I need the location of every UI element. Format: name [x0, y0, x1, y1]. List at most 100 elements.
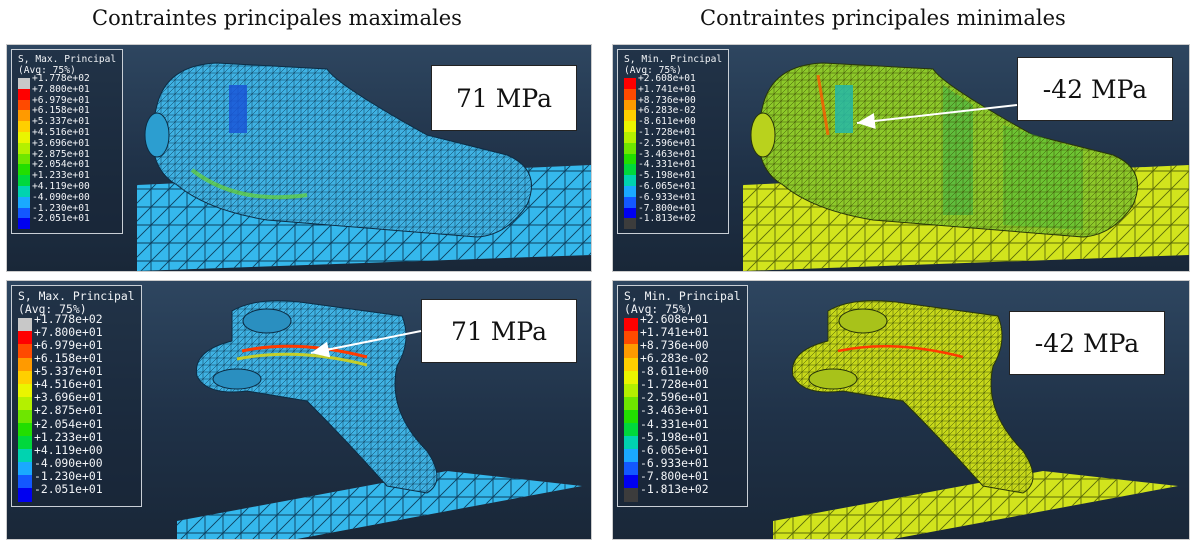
legend-value: +6.979e+01: [34, 337, 103, 352]
legend-swatch: [18, 218, 30, 230]
legend-swatch: [18, 370, 32, 384]
legend-swatch: [624, 88, 636, 100]
callout-top-left: 71 MPa: [431, 65, 577, 131]
legend-swatch: [18, 78, 30, 89]
legend-row: -2.596e+01: [624, 390, 741, 410]
legend-swatch: [18, 110, 30, 122]
legend-value: +1.778e+02: [32, 72, 90, 84]
col-title-left: Contraintes principales maximales: [92, 6, 462, 30]
legend-value: +8.736e+00: [638, 94, 696, 106]
legend-title-line2: (Avg: 75%): [624, 65, 682, 77]
legend-value: -1.813e+02: [638, 213, 696, 225]
legend-swatch: [18, 99, 30, 111]
legend-bottom-right: S, Min. Principal (Avg: 75%) +2.608e+01+…: [617, 285, 748, 507]
legend-title-line2: (Avg: 75%): [18, 302, 87, 317]
legend-row: +4.516e+01: [18, 127, 116, 143]
legend-value: +1.778e+02: [34, 311, 103, 326]
legend-row: +8.736e+00: [624, 95, 722, 111]
legend-swatch: [18, 409, 32, 423]
panel-top-right: S, Min. Principal (Avg: 75%) +2.608e+01+…: [612, 44, 1190, 272]
legend-swatch: [624, 78, 636, 89]
legend-value: +4.119e+00: [32, 180, 90, 192]
legend-value: +7.800e+01: [34, 324, 103, 339]
legend-row: +2.608e+01: [624, 312, 741, 332]
legend-row: +4.119e+00: [18, 181, 116, 197]
legend-swatch: [624, 396, 638, 410]
legend-value: +4.516e+01: [34, 377, 103, 392]
legend-title-line1: S, Max. Principal: [18, 54, 117, 65]
legend-swatch: [18, 196, 30, 208]
legend-bottom-left: S, Max. Principal (Avg: 75%) +1.778e+02+…: [11, 285, 142, 507]
legend-row: -6.933e+01: [624, 192, 722, 208]
legend-value: +5.337e+01: [34, 364, 103, 379]
legend-row: -1.230e+01: [18, 203, 116, 219]
legend-value: -4.331e+01: [638, 159, 696, 171]
legend-value: +6.283e-02: [640, 351, 709, 366]
legend-swatch: [624, 121, 636, 133]
legend-value: +6.979e+01: [32, 94, 90, 106]
fem-scene-top-right: [743, 62, 1189, 271]
legend-row: -7.800e+01: [624, 469, 741, 489]
legend-swatch: [624, 218, 636, 230]
legend-rows: +1.778e+02+7.800e+01+6.979e+01+6.158e+01…: [18, 73, 116, 230]
legend-value: +3.696e+01: [34, 390, 103, 405]
legend-value: -4.090e+00: [34, 455, 103, 470]
legend-value: +5.337e+01: [32, 116, 90, 128]
legend-value: -4.090e+00: [32, 191, 90, 203]
legend-swatch: [18, 344, 32, 358]
legend-value: +3.696e+01: [32, 137, 90, 149]
legend-title-line1: S, Min. Principal: [624, 289, 741, 303]
slot-blue: [229, 85, 247, 133]
legend-swatch: [624, 488, 638, 502]
legend-row: +2.875e+01: [18, 149, 116, 165]
legend-swatch: [624, 436, 638, 450]
legend-row: +2.875e+01: [18, 403, 135, 423]
legend-row: +1.778e+02: [18, 312, 135, 332]
legend-top-left: S, Max. Principal (Avg: 75%) +1.778e+02+…: [11, 49, 124, 235]
legend-value: +4.119e+00: [34, 442, 103, 457]
legend-value: -6.933e+01: [640, 455, 709, 470]
legend-row: -1.728e+01: [624, 377, 741, 397]
legend-swatch: [18, 331, 32, 345]
legend-row: +2.608e+01: [624, 73, 722, 89]
legend-swatch: [18, 186, 30, 197]
legend-swatch: [624, 99, 636, 111]
legend-row: +1.233e+01: [18, 170, 116, 187]
panel-bottom-right: S, Min. Principal (Avg: 75%) +2.608e+01+…: [612, 280, 1190, 540]
legend-swatch: [624, 186, 636, 197]
legend-row: +7.800e+01: [18, 84, 116, 100]
legend-row: +6.283e-02: [624, 105, 722, 122]
legend-value: -1.230e+01: [32, 202, 90, 214]
legend-value: +2.875e+01: [32, 148, 90, 160]
legend-value: +7.800e+01: [32, 83, 90, 95]
legend-swatch: [18, 142, 30, 154]
legend-row: -6.065e+01: [624, 443, 741, 463]
legend-value: +4.516e+01: [32, 126, 90, 138]
legend-value: +2.608e+01: [640, 311, 709, 326]
legend-value: -7.800e+01: [638, 202, 696, 214]
legend-value: +1.233e+01: [32, 170, 90, 182]
legend-row: +2.054e+01: [18, 159, 116, 176]
legend-row: -4.331e+01: [624, 159, 722, 176]
legend-value: -3.463e+01: [640, 403, 709, 418]
legend-swatch: [18, 462, 32, 476]
legend-value: -5.198e+01: [640, 429, 709, 444]
legend-swatch: [624, 318, 638, 332]
legend-rows: +2.608e+01+1.741e+01+8.736e+00+6.283e-02…: [624, 73, 722, 230]
legend-row: +6.979e+01: [18, 95, 116, 111]
legend-swatch: [624, 462, 638, 476]
legend-row: +5.337e+01: [18, 116, 116, 133]
legend-swatch: [18, 383, 32, 397]
legend-row: -1.813e+02: [624, 482, 741, 502]
legend-swatch: [18, 488, 32, 502]
legend-swatch: [624, 357, 638, 371]
legend-value: +1.233e+01: [34, 429, 103, 444]
legend-row: +2.054e+01: [18, 417, 135, 437]
legend-value: +1.741e+01: [640, 324, 709, 339]
legend-value: +2.608e+01: [638, 72, 696, 84]
callout-top-right: -42 MPa: [1017, 57, 1173, 121]
legend-value: -6.065e+01: [640, 442, 709, 457]
legend-title-line2: (Avg: 75%): [18, 65, 76, 77]
legend-row: -8.611e+00: [624, 364, 741, 384]
legend-swatch: [624, 422, 638, 437]
